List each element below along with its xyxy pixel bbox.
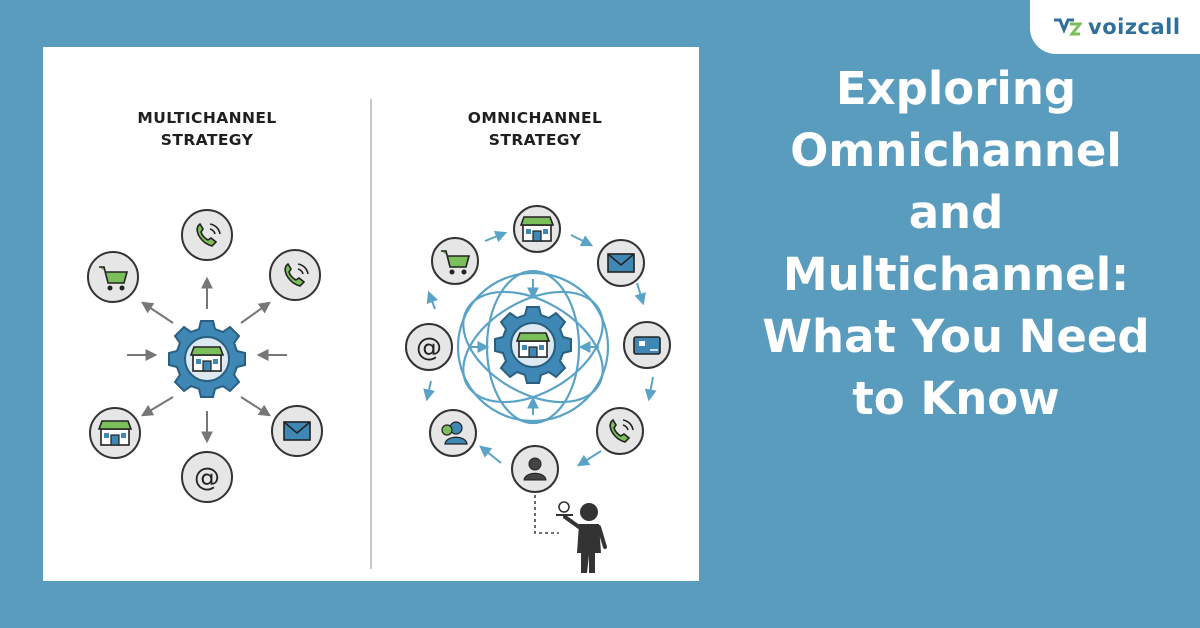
multichannel-hub-gear <box>168 320 246 398</box>
phone-icon <box>269 249 321 301</box>
omnichannel-title: OMNICHANNEL STRATEGY <box>425 107 645 151</box>
multichannel-diagram <box>87 209 323 503</box>
omnichannel-hub-gear <box>494 306 572 384</box>
voizcall-logo-icon <box>1054 18 1082 36</box>
credit-card-icon <box>623 321 671 369</box>
phone-icon <box>181 209 233 261</box>
store-icon <box>516 332 550 358</box>
arrow <box>240 301 271 324</box>
headline-line: and <box>908 186 1004 239</box>
at-sign-icon <box>405 323 453 371</box>
arrow <box>570 234 594 247</box>
flow-loop <box>456 271 610 423</box>
omnichannel-diagram <box>405 205 671 573</box>
at-sign-icon <box>181 451 233 503</box>
shopping-cart-icon <box>431 237 479 285</box>
title-line: STRATEGY <box>160 131 254 149</box>
title-line: STRATEGY <box>488 131 582 149</box>
arrow <box>140 396 174 417</box>
arrow <box>479 445 502 464</box>
arrow <box>240 396 272 417</box>
shopping-cart-icon <box>87 251 139 303</box>
arrow <box>634 282 646 306</box>
arrow <box>576 450 602 467</box>
headline-line: to Know <box>852 372 1060 425</box>
store-icon <box>513 205 561 253</box>
headline-line: Multichannel: <box>782 248 1130 301</box>
flow-loop <box>462 290 604 404</box>
headline-line: Omnichannel <box>790 124 1122 177</box>
users-icon <box>429 409 477 457</box>
envelope-icon <box>271 405 323 457</box>
page-headline: Exploring Omnichannel and Multichannel: … <box>712 58 1200 430</box>
title-line: MULTICHANNEL <box>137 109 277 127</box>
title-line: OMNICHANNEL <box>467 109 603 127</box>
store-icon <box>190 346 224 372</box>
envelope-icon <box>597 239 645 287</box>
arrow <box>644 376 657 402</box>
arrow <box>426 290 438 310</box>
arrow <box>484 230 508 243</box>
brand-logo: voizcall <box>1030 0 1200 54</box>
brand-name: voizcall <box>1088 15 1181 39</box>
phone-icon <box>596 407 644 455</box>
store-icon <box>89 407 141 459</box>
strategy-diagram: @ <box>87 99 671 573</box>
arrow <box>141 301 174 324</box>
headline-line: Exploring <box>835 62 1077 115</box>
multichannel-title: MULTICHANNEL STRATEGY <box>97 107 317 151</box>
strategy-diagram-panel: @ <box>43 47 699 581</box>
user-icon <box>511 445 559 493</box>
arrow <box>423 380 435 402</box>
headline-line: What You Need <box>762 310 1150 363</box>
customer-figure-icon <box>534 495 607 573</box>
flow-loop <box>462 290 604 404</box>
